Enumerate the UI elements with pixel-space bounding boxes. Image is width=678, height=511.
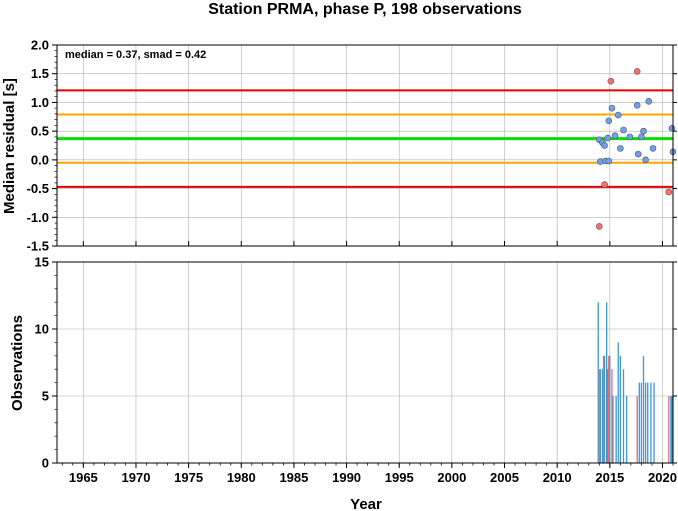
observations-panel: 0 5 10 15 1965 1970 1975 1980 1985 1990 1995 2000 2… bbox=[9, 241, 677, 511]
residual-point bbox=[638, 133, 645, 141]
residual-point bbox=[611, 132, 619, 140]
x-axis-title: Year bbox=[350, 496, 382, 511]
chart-title: Station PRMA, phase P, 198 observations bbox=[208, 1, 522, 18]
residual-point bbox=[601, 142, 608, 149]
year-x-ticks: 1965 1970 1975 1980 1985 1990 1995 2000 2005 2010… bbox=[61, 241, 677, 485]
residual-point bbox=[642, 156, 649, 164]
residual-panel-frame bbox=[56, 44, 674, 247]
y-tick-label: 5 bbox=[42, 389, 49, 404]
residual-point bbox=[649, 145, 657, 152]
observations-panel-frame bbox=[56, 261, 674, 464]
residual-y-ticks: -1.5 -1.0 -0.5 0.0 0.5 1.0 1.5 2.0 bbox=[27, 38, 677, 254]
residual-point bbox=[620, 126, 627, 134]
residual-point bbox=[640, 127, 647, 135]
y-tick-label: 15 bbox=[35, 255, 49, 270]
residual-point bbox=[634, 150, 642, 158]
reference-lines bbox=[57, 89, 673, 188]
y-tick-label: 1.0 bbox=[31, 95, 49, 110]
residual-panel: -1.5 -1.0 -0.5 0.0 0.5 1.0 1.5 2.0 median = 0.3… bbox=[1, 38, 677, 254]
y-tick-label: -1.0 bbox=[27, 210, 49, 225]
x-tick-label: 1970 bbox=[122, 470, 151, 485]
residual-point bbox=[614, 111, 622, 119]
x-tick-label: 1995 bbox=[385, 470, 414, 485]
x-tick-label: 2005 bbox=[490, 470, 519, 485]
y-tick-label: 1.5 bbox=[31, 66, 49, 81]
observation-bars bbox=[597, 302, 673, 463]
y-tick-label: 0 bbox=[42, 456, 49, 471]
residual-point bbox=[668, 124, 676, 132]
observations-y-ticks: 0 5 10 15 bbox=[35, 255, 677, 471]
residual-point bbox=[626, 133, 634, 141]
y-tick-label: 10 bbox=[35, 322, 49, 337]
y-tick-label: -1.5 bbox=[27, 239, 49, 254]
residual-point bbox=[607, 77, 615, 85]
residual-point bbox=[645, 97, 653, 105]
y-tick-label: 0.0 bbox=[31, 152, 49, 167]
residual-point bbox=[601, 181, 608, 188]
x-tick-label: 2000 bbox=[437, 470, 466, 485]
y-tick-label: -0.5 bbox=[27, 181, 49, 196]
x-tick-label: 2010 bbox=[543, 470, 572, 485]
median-smad-annotation: median = 0.37, smad = 0.42 bbox=[65, 49, 206, 61]
y-tick-label: 0.5 bbox=[31, 124, 49, 139]
residual-point bbox=[605, 157, 613, 165]
x-tick-label: 1985 bbox=[279, 470, 308, 485]
residual-point bbox=[604, 134, 612, 142]
x-tick-label: 2015 bbox=[595, 470, 624, 485]
x-tick-label: 1975 bbox=[174, 470, 203, 485]
residual-point bbox=[595, 223, 603, 230]
x-tick-label: 1990 bbox=[332, 470, 361, 485]
residual-points bbox=[595, 68, 677, 230]
residual-point bbox=[608, 104, 616, 112]
residual-point bbox=[633, 68, 641, 75]
residual-point bbox=[633, 102, 641, 109]
observations-y-axis-title: Observations bbox=[9, 315, 26, 411]
residual-point bbox=[605, 117, 613, 125]
residual-y-axis-title: Median residual [s] bbox=[1, 78, 18, 214]
x-tick-label: 1965 bbox=[69, 470, 98, 485]
residual-point bbox=[617, 145, 624, 152]
x-tick-label: 2020 bbox=[648, 470, 677, 485]
x-tick-label: 1980 bbox=[227, 470, 256, 485]
residual-point bbox=[665, 188, 673, 196]
y-tick-label: 2.0 bbox=[31, 38, 49, 53]
